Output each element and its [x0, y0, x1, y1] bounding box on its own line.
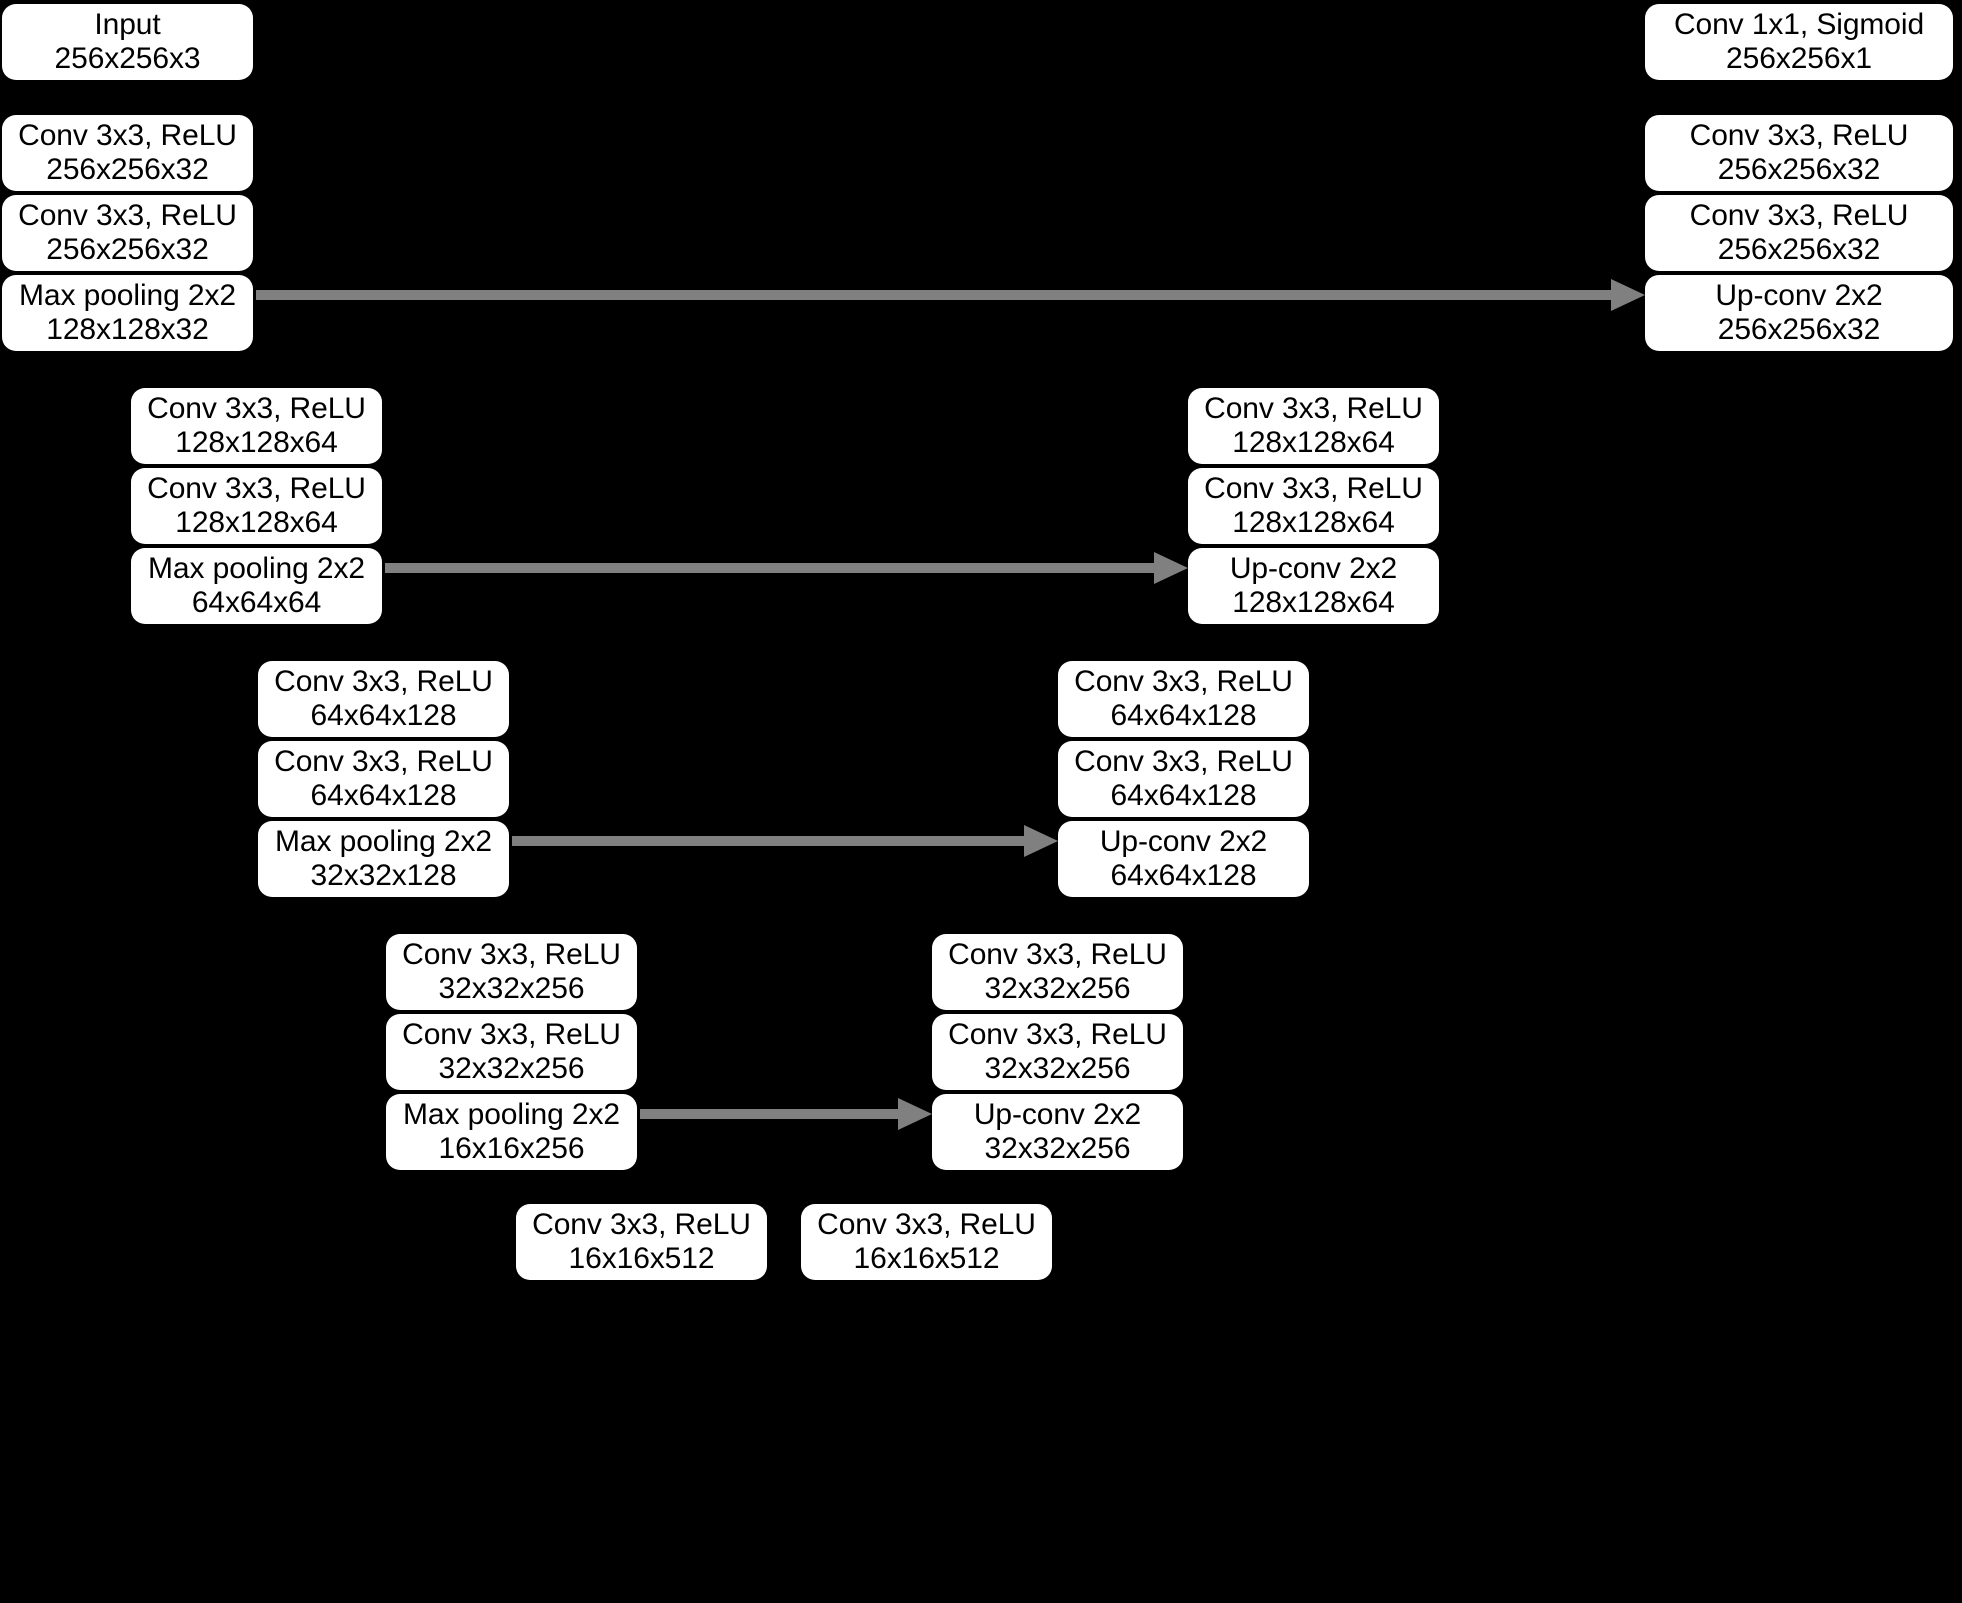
node-dec1-conv1-line1: Conv 3x3, ReLU — [1689, 118, 1909, 152]
skip-connection-level-2-arrowhead — [1154, 552, 1188, 584]
node-enc3-conv2: Conv 3x3, ReLU 64x64x128 — [258, 741, 509, 817]
node-enc4-conv2: Conv 3x3, ReLU 32x32x256 — [386, 1014, 637, 1090]
node-enc1-conv1-line2: 256x256x32 — [46, 153, 209, 186]
node-dec3-conv1-line1: Conv 3x3, ReLU — [1074, 664, 1293, 698]
node-dec1-conv2-line2: 256x256x32 — [1717, 233, 1881, 266]
node-enc2-pool: Max pooling 2x2 64x64x64 — [131, 548, 382, 624]
node-dec2-conv1-line1: Conv 3x3, ReLU — [1204, 391, 1423, 425]
node-enc4-conv2-line1: Conv 3x3, ReLU — [402, 1017, 621, 1051]
node-dec4-upconv-line2: 32x32x256 — [984, 1132, 1131, 1165]
node-enc4-conv1-line2: 32x32x256 — [438, 972, 585, 1005]
node-dec4-conv1: Conv 3x3, ReLU 32x32x256 — [932, 934, 1183, 1010]
node-enc4-conv2-line2: 32x32x256 — [438, 1052, 585, 1085]
node-dec4-conv2-line2: 32x32x256 — [984, 1052, 1131, 1085]
skip-connection-level-3-arrowhead — [1024, 825, 1058, 857]
node-dec3-conv2-line1: Conv 3x3, ReLU — [1074, 744, 1293, 778]
node-dec1-conv1: Conv 3x3, ReLU 256x256x32 — [1645, 115, 1953, 191]
node-input-line1: Input — [94, 7, 161, 41]
node-dec1-conv2: Conv 3x3, ReLU 256x256x32 — [1645, 195, 1953, 271]
node-dec3-upconv-line2: 64x64x128 — [1110, 859, 1257, 892]
node-bottleneck-conv2-line1: Conv 3x3, ReLU — [817, 1207, 1036, 1241]
node-enc2-pool-line2: 64x64x64 — [191, 586, 322, 619]
node-enc3-pool-line2: 32x32x128 — [310, 859, 457, 892]
node-dec2-upconv-line1: Up-conv 2x2 — [1229, 551, 1398, 585]
skip-connection-level-3-shaft — [512, 836, 1024, 846]
node-enc1-conv2-line1: Conv 3x3, ReLU — [18, 198, 237, 232]
node-enc4-pool-line1: Max pooling 2x2 — [403, 1097, 620, 1131]
skip-connection-level-4-arrowhead — [898, 1098, 932, 1130]
node-dec3-conv2-line2: 64x64x128 — [1110, 779, 1257, 812]
node-input: Input 256x256x3 — [2, 4, 253, 80]
node-enc2-conv1-line1: Conv 3x3, ReLU — [147, 391, 366, 425]
node-output-line1: Conv 1x1, Sigmoid — [1673, 7, 1925, 41]
node-dec2-conv2: Conv 3x3, ReLU 128x128x64 — [1188, 468, 1439, 544]
node-bottleneck-conv2: Conv 3x3, ReLU 16x16x512 — [801, 1204, 1052, 1280]
skip-connection-level-2-shaft — [385, 563, 1154, 573]
node-enc3-pool-line1: Max pooling 2x2 — [275, 824, 492, 858]
node-input-line2: 256x256x3 — [54, 42, 201, 75]
skip-connection-level-4-shaft — [640, 1109, 898, 1119]
node-dec1-upconv-line2: 256x256x32 — [1717, 313, 1881, 346]
skip-connection-level-1-arrowhead — [1611, 279, 1645, 311]
node-dec4-conv1-line2: 32x32x256 — [984, 972, 1131, 1005]
node-enc2-pool-line1: Max pooling 2x2 — [148, 551, 365, 585]
node-bottleneck-conv1-line1: Conv 3x3, ReLU — [532, 1207, 751, 1241]
node-dec4-upconv: Up-conv 2x2 32x32x256 — [932, 1094, 1183, 1170]
node-output: Conv 1x1, Sigmoid 256x256x1 — [1645, 4, 1953, 80]
node-enc4-conv1: Conv 3x3, ReLU 32x32x256 — [386, 934, 637, 1010]
node-enc4-pool-line2: 16x16x256 — [438, 1132, 585, 1165]
node-enc1-pool-line1: Max pooling 2x2 — [19, 278, 236, 312]
node-dec4-conv1-line1: Conv 3x3, ReLU — [948, 937, 1167, 971]
node-dec1-conv1-line2: 256x256x32 — [1717, 153, 1881, 186]
node-dec4-conv2: Conv 3x3, ReLU 32x32x256 — [932, 1014, 1183, 1090]
node-enc3-pool: Max pooling 2x2 32x32x128 — [258, 821, 509, 897]
node-enc3-conv1: Conv 3x3, ReLU 64x64x128 — [258, 661, 509, 737]
node-enc1-pool: Max pooling 2x2 128x128x32 — [2, 275, 253, 351]
node-dec3-conv1-line2: 64x64x128 — [1110, 699, 1257, 732]
node-dec1-upconv: Up-conv 2x2 256x256x32 — [1645, 275, 1953, 351]
node-dec3-upconv-line1: Up-conv 2x2 — [1099, 824, 1268, 858]
node-dec3-upconv: Up-conv 2x2 64x64x128 — [1058, 821, 1309, 897]
node-dec2-conv1: Conv 3x3, ReLU 128x128x64 — [1188, 388, 1439, 464]
node-dec2-upconv-line2: 128x128x64 — [1232, 586, 1395, 619]
node-enc1-conv2: Conv 3x3, ReLU 256x256x32 — [2, 195, 253, 271]
node-enc1-conv1: Conv 3x3, ReLU 256x256x32 — [2, 115, 253, 191]
node-dec2-upconv: Up-conv 2x2 128x128x64 — [1188, 548, 1439, 624]
node-dec1-upconv-line1: Up-conv 2x2 — [1715, 278, 1883, 312]
node-enc4-pool: Max pooling 2x2 16x16x256 — [386, 1094, 637, 1170]
node-enc2-conv2: Conv 3x3, ReLU 128x128x64 — [131, 468, 382, 544]
node-enc3-conv1-line1: Conv 3x3, ReLU — [274, 664, 493, 698]
node-dec1-conv2-line1: Conv 3x3, ReLU — [1689, 198, 1909, 232]
node-enc2-conv2-line1: Conv 3x3, ReLU — [147, 471, 366, 505]
node-enc3-conv1-line2: 64x64x128 — [310, 699, 457, 732]
node-bottleneck-conv2-line2: 16x16x512 — [853, 1242, 1000, 1275]
skip-connection-level-1-shaft — [256, 290, 1611, 300]
node-enc3-conv2-line1: Conv 3x3, ReLU — [274, 744, 493, 778]
node-enc1-conv2-line2: 256x256x32 — [46, 233, 209, 266]
node-enc2-conv1: Conv 3x3, ReLU 128x128x64 — [131, 388, 382, 464]
node-dec4-conv2-line1: Conv 3x3, ReLU — [948, 1017, 1167, 1051]
node-dec2-conv2-line1: Conv 3x3, ReLU — [1204, 471, 1423, 505]
node-dec3-conv1: Conv 3x3, ReLU 64x64x128 — [1058, 661, 1309, 737]
node-dec3-conv2: Conv 3x3, ReLU 64x64x128 — [1058, 741, 1309, 817]
node-enc2-conv2-line2: 128x128x64 — [175, 506, 338, 539]
node-enc1-pool-line2: 128x128x32 — [46, 313, 209, 346]
node-dec2-conv2-line2: 128x128x64 — [1232, 506, 1395, 539]
node-enc2-conv1-line2: 128x128x64 — [175, 426, 338, 459]
node-dec2-conv1-line2: 128x128x64 — [1232, 426, 1395, 459]
node-bottleneck-conv1-line2: 16x16x512 — [568, 1242, 715, 1275]
node-bottleneck-conv1: Conv 3x3, ReLU 16x16x512 — [516, 1204, 767, 1280]
node-enc3-conv2-line2: 64x64x128 — [310, 779, 457, 812]
node-output-line2: 256x256x1 — [1726, 42, 1872, 75]
node-enc4-conv1-line1: Conv 3x3, ReLU — [402, 937, 621, 971]
node-dec4-upconv-line1: Up-conv 2x2 — [973, 1097, 1142, 1131]
node-enc1-conv1-line1: Conv 3x3, ReLU — [18, 118, 237, 152]
